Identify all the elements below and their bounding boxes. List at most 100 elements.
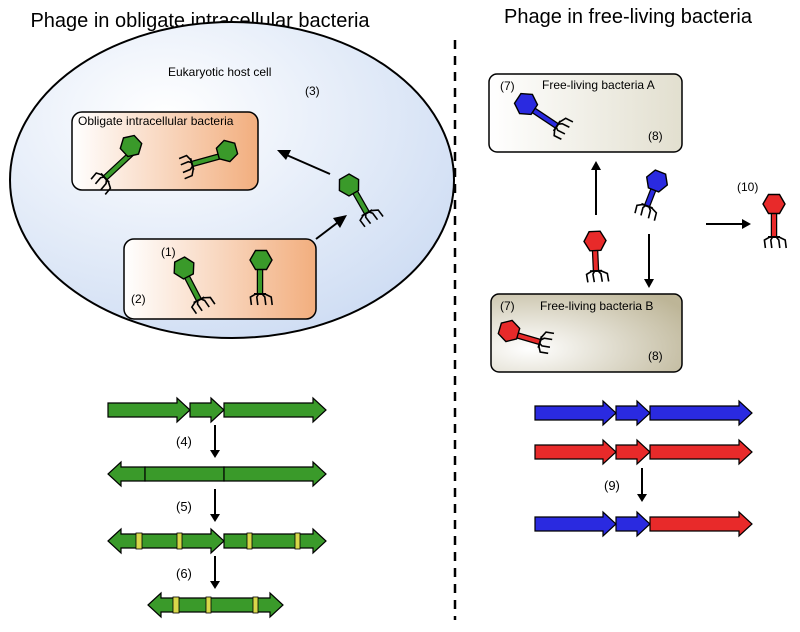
phage-tail [515, 333, 541, 344]
phage-tail-fiber [585, 270, 593, 283]
marker-3: (3) [305, 84, 320, 98]
gene-arrow-shape [534, 399, 617, 427]
gene-row-4 [147, 591, 284, 619]
phage-head [338, 173, 360, 197]
phage-tail-fiber [592, 270, 596, 283]
phage-tail-fiber [178, 154, 192, 161]
host-cell-label: Eukaryotic host cell [168, 65, 271, 79]
phage-baseplate [189, 157, 195, 171]
gene-arrow-icon [223, 460, 327, 488]
phage-head [583, 230, 607, 252]
phage-head [645, 169, 669, 193]
arrow-to-phage-10-head [742, 219, 751, 229]
phage-tail-fiber [600, 270, 610, 282]
phage-tail-fiber [640, 204, 647, 216]
phage-tail-fiber [100, 179, 108, 191]
gene-insertion-stripe [294, 532, 301, 550]
phage-tail-fiber [371, 209, 384, 217]
obligate-bacteria-label: Obligate intracellular bacteria [78, 114, 234, 128]
phage-baseplate [589, 269, 603, 273]
phage-tail-fiber [249, 293, 257, 306]
bacteriophage-icon [513, 92, 574, 140]
phage-tail-fiber [539, 342, 551, 348]
gene-row-recombinant [534, 510, 753, 538]
gene-arrow-shape [649, 510, 753, 538]
phage-tail-fiber [650, 207, 658, 221]
phage-tail-fiber [555, 126, 566, 135]
arrow-to-top-box [281, 152, 331, 175]
phage-tail-fiber [264, 293, 273, 306]
gene-arrow-shape [615, 510, 651, 538]
arrow-to-box-a-head [591, 161, 601, 170]
marker-8b: (8) [648, 349, 663, 363]
phage-tail-fiber [597, 270, 604, 282]
gene-insertion-stripe [135, 532, 143, 550]
gene-arrow-icon [615, 438, 651, 466]
gene-arrow-shape [534, 510, 617, 538]
phage-tail-fiber [94, 176, 105, 185]
gene-arrow-icon [107, 460, 146, 488]
gene-arrow-shape [107, 527, 225, 555]
gene-arrow-shape [649, 438, 753, 466]
phage-baseplate [552, 120, 562, 132]
gene-arrow-icon [223, 527, 327, 555]
phage-tail-fiber [769, 236, 774, 249]
gene-arrow-icon [615, 510, 651, 538]
gene-arrow-shape [615, 399, 651, 427]
bacteriophage-icon [634, 169, 669, 221]
free-living-bacteria-b-box [490, 293, 683, 373]
bacteriophage-icon [178, 139, 239, 180]
gene-arrow-icon [107, 396, 191, 424]
bacteriophage-icon [583, 230, 610, 283]
phage-tail-fiber [359, 214, 366, 228]
phage-tail-fiber [255, 293, 260, 306]
phage-tail-fiber [553, 129, 562, 140]
phage-tail-fiber [368, 211, 379, 221]
gene-arrow-shape [223, 396, 327, 424]
obligate-bacteria-box-bottom [123, 238, 317, 320]
phage-tail [184, 274, 201, 301]
marker-7a: (7) [500, 79, 515, 93]
step-5-arrow-head [210, 514, 220, 522]
gene-arrow-shape [649, 399, 753, 427]
phage-baseplate [641, 202, 653, 210]
gene-arrow-icon [534, 399, 617, 427]
phage-head [215, 139, 239, 163]
phage-head [249, 249, 273, 271]
phage-tail-fiber [190, 301, 198, 315]
phage-tail-fiber [538, 345, 549, 355]
phage-tail [593, 248, 598, 272]
phage-tail-fiber [196, 300, 203, 312]
gene-insertion-stripe [246, 532, 253, 550]
gene-arrow-shape [534, 438, 617, 466]
phage-tail-fiber [261, 293, 267, 306]
gene-arrow-icon [144, 466, 225, 482]
phage-tail-fiber [364, 213, 372, 225]
gene-row-2 [107, 460, 327, 488]
phage-tail-fiber [559, 117, 574, 123]
gene-arrow-icon [649, 438, 753, 466]
gene-arrow-shape [615, 438, 651, 466]
phage-tail-fiber [540, 331, 555, 338]
gene-insertion-stripe [172, 596, 180, 614]
marker-1: (1) [161, 245, 176, 259]
phage-tail [191, 154, 222, 166]
marker-6: (6) [176, 566, 192, 581]
marker-4: (4) [176, 434, 192, 449]
bacteriophage-icon [762, 193, 787, 249]
phage-tail-fiber [90, 172, 103, 180]
gene-row-blue [534, 399, 753, 427]
phage-tail-fiber [200, 298, 210, 308]
gene-arrow-icon [189, 396, 225, 424]
gene-arrow-shape [189, 396, 225, 424]
gene-arrow-icon [649, 399, 753, 427]
phage-tail-fiber [184, 168, 195, 180]
phage-baseplate [100, 172, 110, 184]
gene-row-3 [107, 527, 327, 555]
phage-baseplate [361, 209, 373, 217]
gene-arrow-icon [223, 396, 327, 424]
bacteriophage-icon [338, 173, 384, 228]
gene-arrow-icon [534, 510, 617, 538]
marker-5: (5) [176, 499, 192, 514]
